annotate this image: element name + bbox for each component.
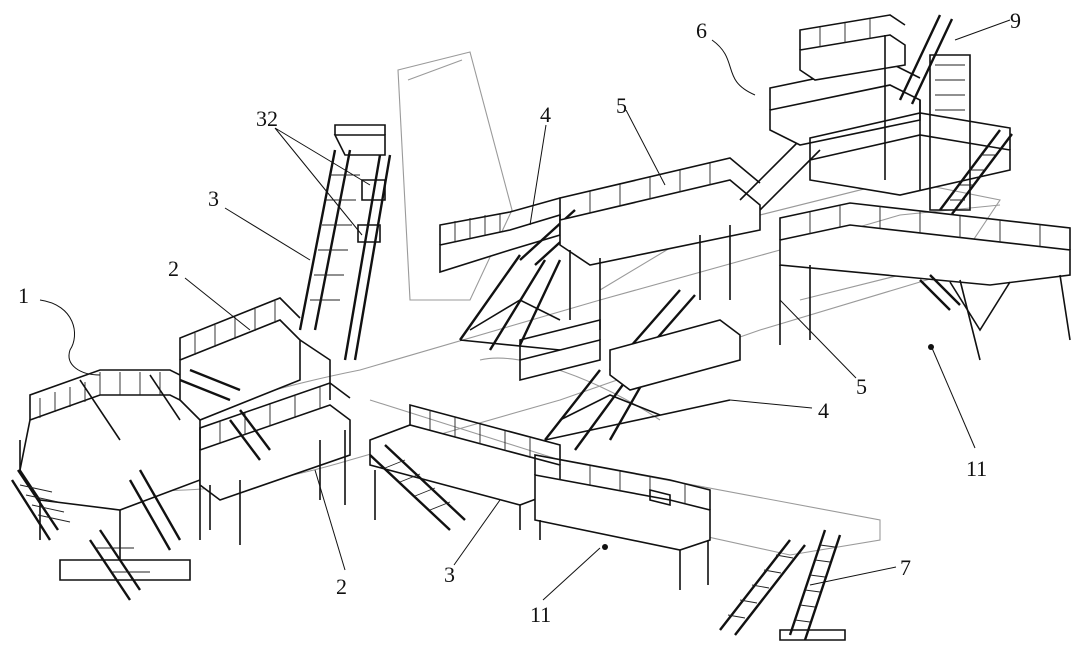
aft-wing-platform [779,202,1071,361]
callout-11-lower: 11 [530,602,551,627]
forward-fuselage-platform [179,297,351,545]
callout-7: 7 [900,555,911,580]
center-fuselage-platform [559,139,821,330]
callout-3-upper: 3 [208,186,219,211]
wing-platform-center [534,454,711,590]
wing-stair-tower-lower [519,289,741,451]
callout-1: 1 [18,283,29,308]
wing-stair-tower-upper [439,197,591,351]
callout-5-upper: 5 [616,93,627,118]
callout-2-upper: 2 [168,256,179,281]
leader-lines [39,19,1011,601]
mobile-stair [719,529,846,641]
callout-3-lower: 3 [444,562,455,587]
callout-4-upper: 4 [540,102,551,127]
tail-dock-tower [769,14,1013,215]
callout-6: 6 [696,18,707,43]
wing-platform-lower [369,403,561,531]
callout-dots [602,344,934,550]
callout-5-lower: 5 [856,374,867,399]
callout-32: 32 [256,106,278,131]
nose-dock-platform [10,369,201,601]
callout-2-lower: 2 [336,574,347,599]
tail-access-ramp [298,124,392,361]
callout-9: 9 [1010,8,1021,33]
callout-labels: 1 2 2 3 3 4 4 5 5 6 7 9 11 11 32 [18,8,1021,627]
callout-11-right: 11 [966,456,987,481]
callout-4-lower: 4 [818,398,829,423]
